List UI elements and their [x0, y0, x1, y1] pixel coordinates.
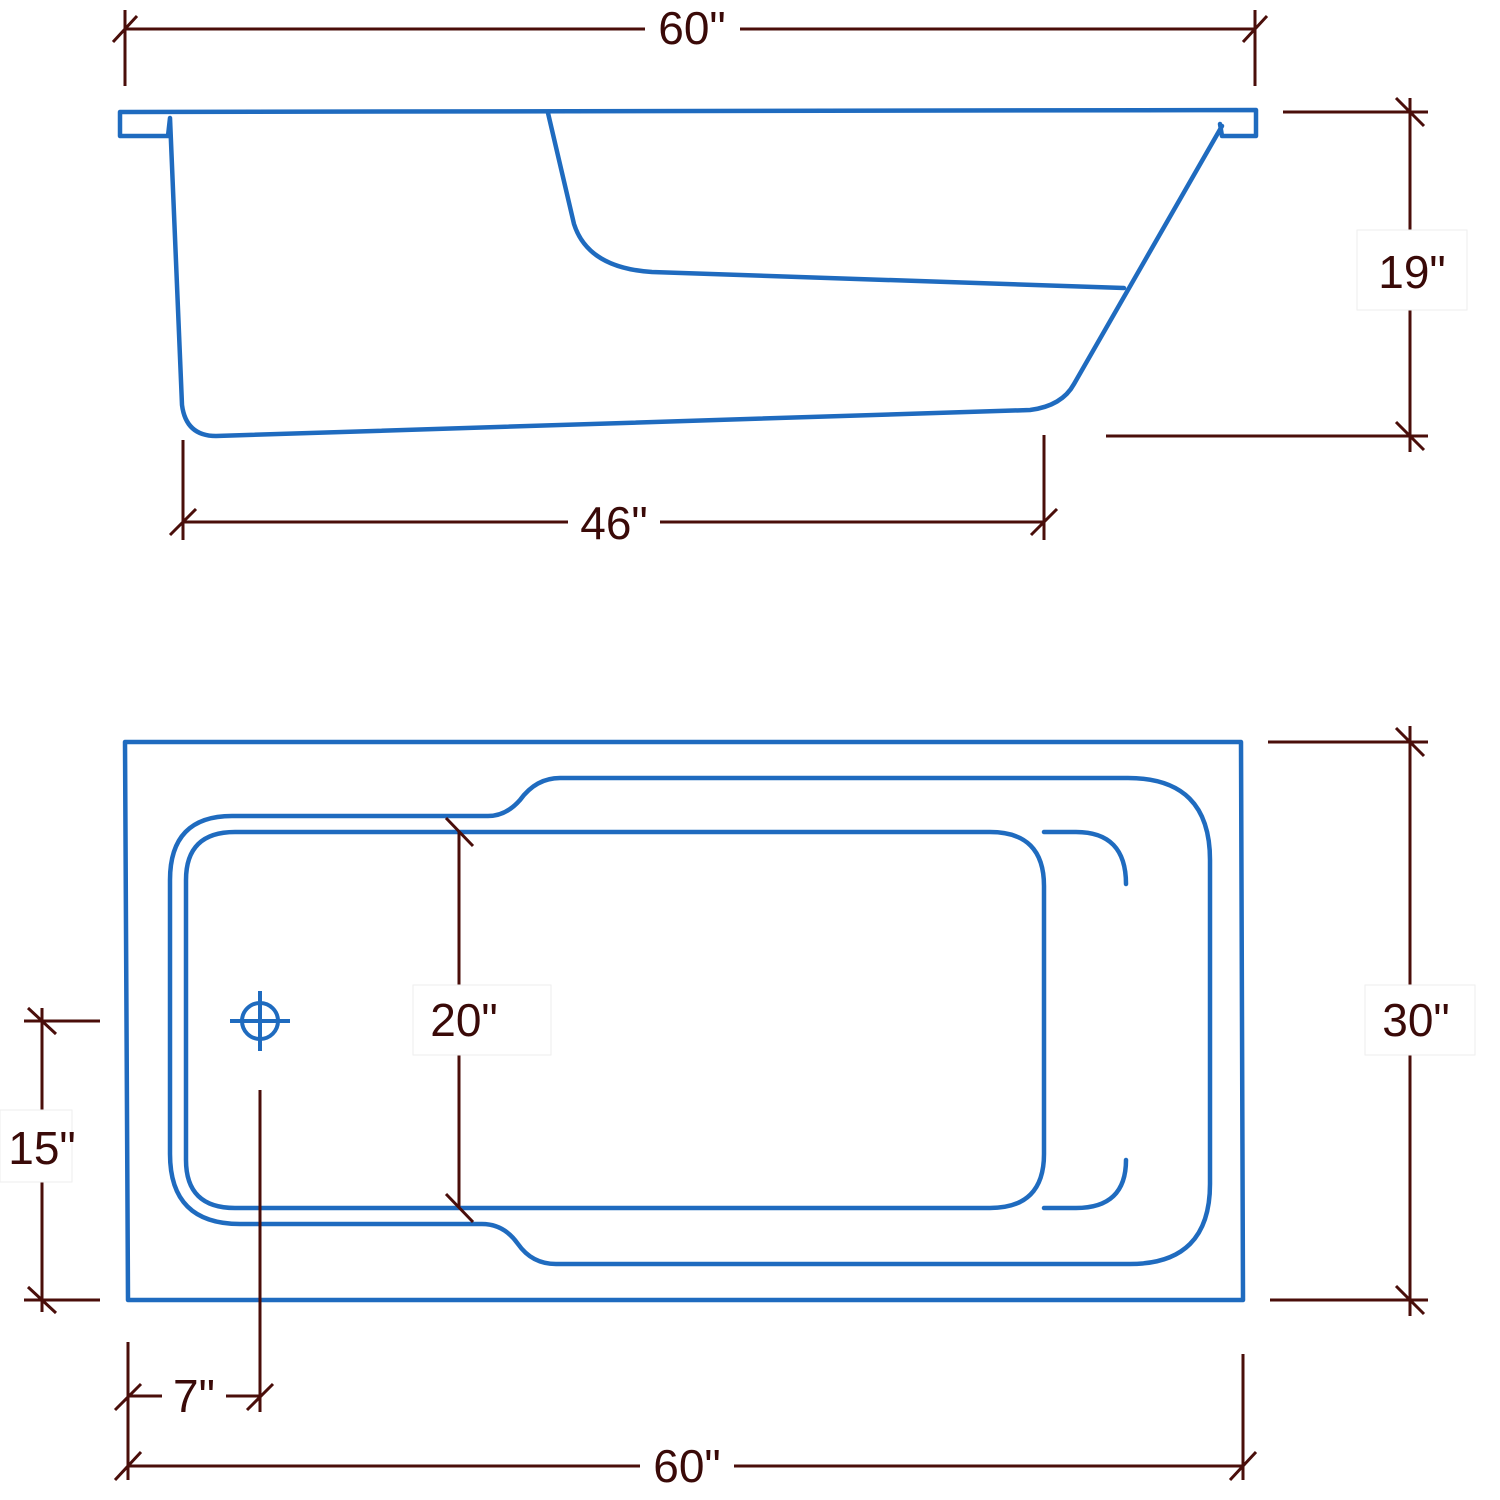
drain-end-offset-dimension: 7" — [113, 1090, 275, 1480]
side-length-label: 60" — [658, 2, 726, 54]
side-view-slope — [545, 110, 1127, 291]
side-view: 60" 46" 19" — [111, 2, 1468, 549]
top-length-label: 60" — [653, 1440, 721, 1492]
drain-end-offset-label: 7" — [173, 1370, 215, 1422]
floor-length-label: 46" — [580, 497, 648, 549]
depth-dimension: 19" — [1106, 96, 1468, 452]
depth-label: 19" — [1378, 246, 1446, 298]
top-view-armrest-arc — [1041, 829, 1129, 1211]
drain-side-offset-dimension: 15" — [0, 1006, 100, 1315]
drain-crosshair-icon — [230, 991, 290, 1051]
top-view: 20" 30" 15" — [0, 726, 1476, 1492]
floor-length-dimension: 46" — [168, 435, 1059, 549]
drain-side-offset-label: 15" — [8, 1122, 76, 1174]
top-length-dimension: 60" — [113, 1354, 1258, 1492]
top-view-rim — [122, 739, 1246, 1303]
overall-width-dimension: 30" — [1268, 726, 1476, 1316]
top-view-basin-outer — [167, 775, 1213, 1267]
bottom-width-dimension: 20" — [412, 816, 552, 1224]
side-length-dimension: 60" — [111, 2, 1269, 86]
overall-width-label: 30" — [1382, 994, 1450, 1046]
top-view-basin-floor — [183, 829, 1047, 1211]
bottom-width-label: 20" — [430, 994, 498, 1046]
side-view-outline — [117, 107, 1259, 439]
